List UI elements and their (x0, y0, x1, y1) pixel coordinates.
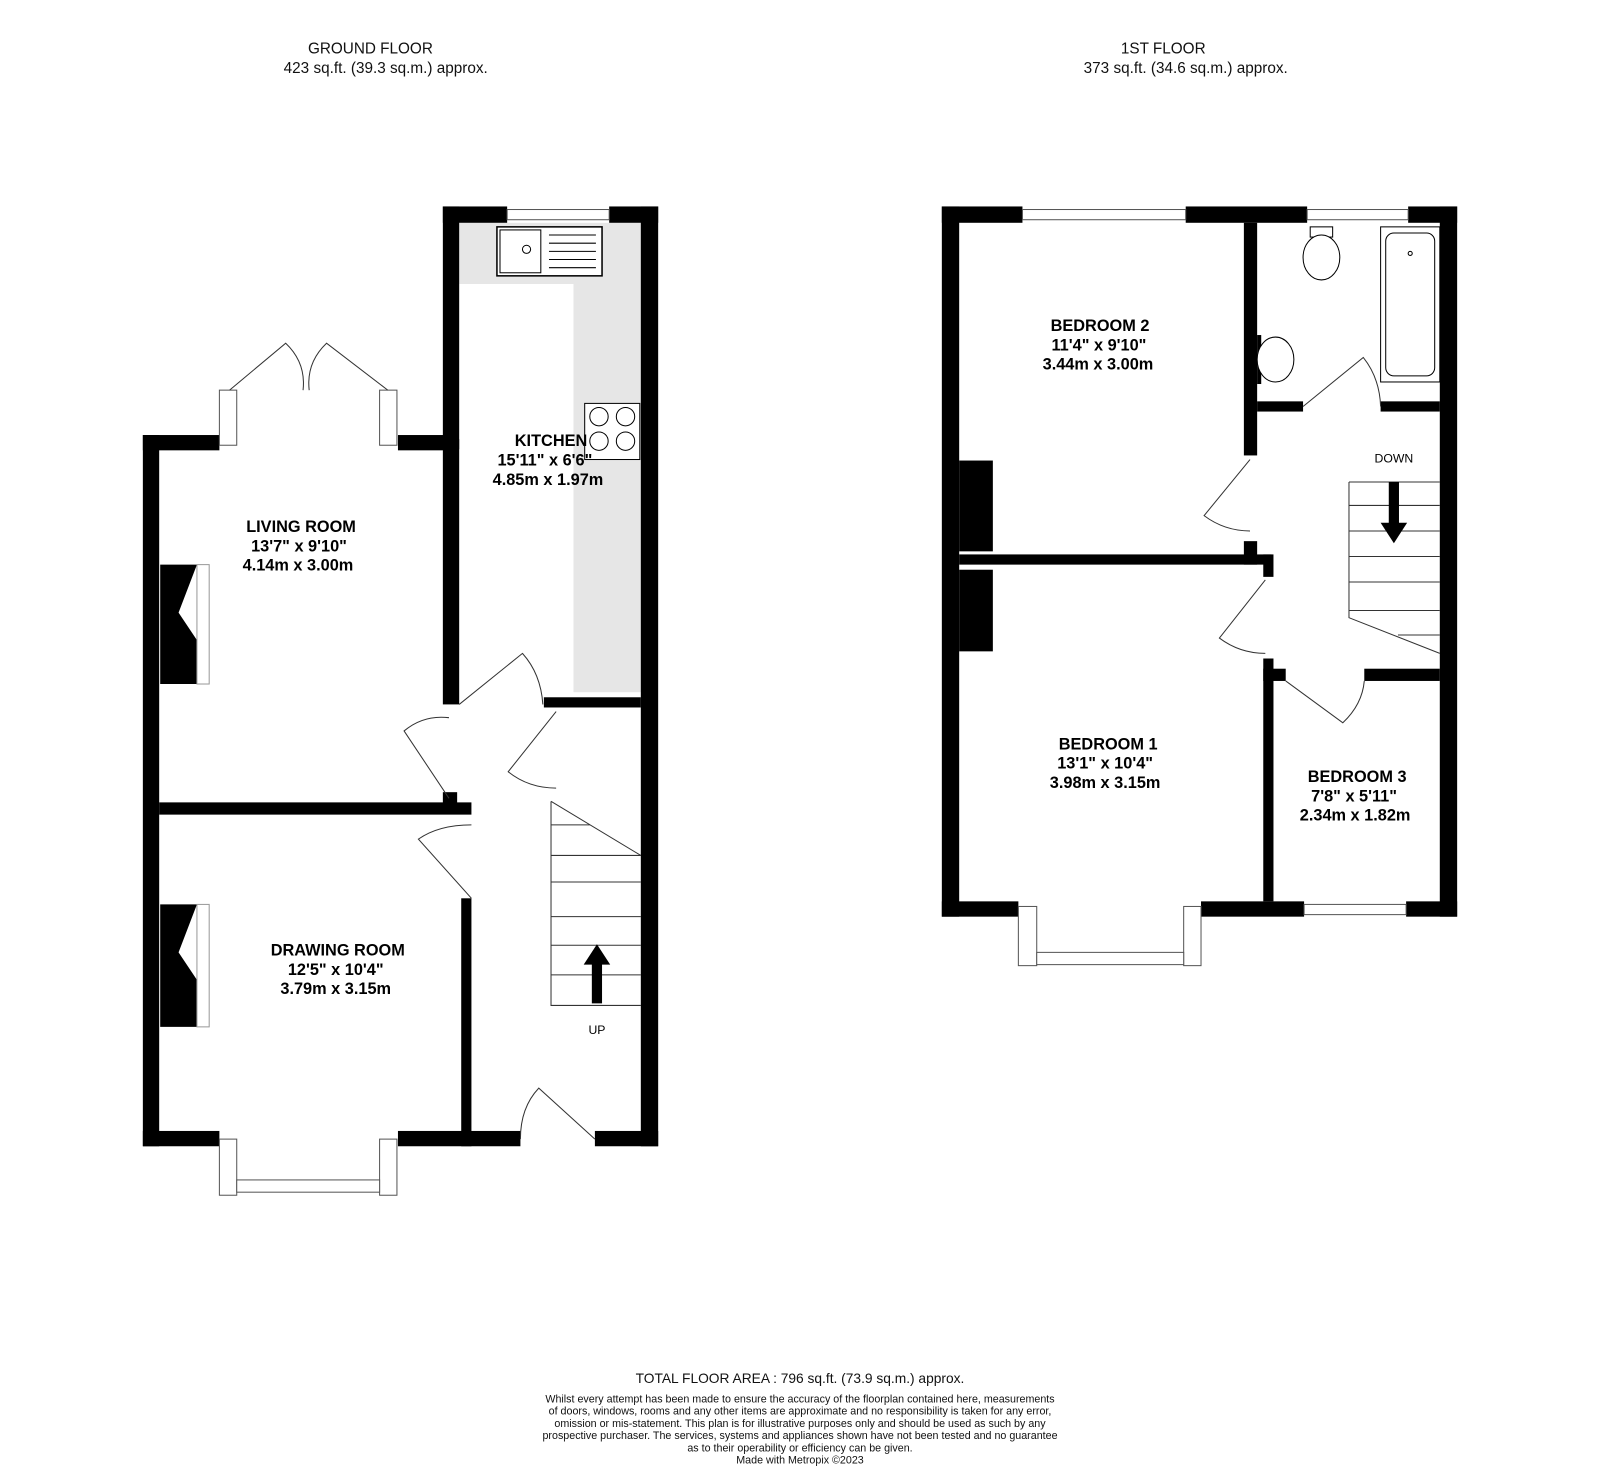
svg-text:BEDROOM 3: BEDROOM 3 (1308, 768, 1407, 786)
room-label-bedroom-3: BEDROOM 3 7'8" x 5'11" 2.34m x 1.82m (1300, 768, 1411, 825)
hob-icon (584, 402, 641, 461)
svg-text:3.44m x 3.00m: 3.44m x 3.00m (1043, 356, 1154, 374)
svg-text:7'8" x 5'11": 7'8" x 5'11" (1311, 787, 1397, 805)
svg-text:15'11" x 6'6": 15'11" x 6'6" (497, 452, 592, 470)
svg-text:12'5" x 10'4": 12'5" x 10'4" (288, 961, 384, 979)
arrow-up-icon (583, 944, 611, 1004)
disclaimer-line: prospective purchaser. The services, sys… (542, 1430, 1057, 1442)
svg-text:2.34m x 1.82m: 2.34m x 1.82m (1300, 807, 1411, 825)
stairs-up-label: UP (588, 1023, 605, 1037)
svg-text:3.79m x 3.15m: 3.79m x 3.15m (280, 980, 391, 998)
disclaimer-line: omission or mis-statement. This plan is … (554, 1418, 1046, 1430)
room-label-living-room: LIVING ROOM 13'7" x 9'10" 4.14m x 3.00m (243, 518, 356, 575)
stairs-down-label: DOWN (1375, 452, 1414, 466)
stairs-down (1348, 481, 1440, 654)
disclaimer-line: of doors, windows, rooms and any other i… (549, 1406, 1052, 1418)
disclaimer-line: Whilst every attempt has been made to en… (545, 1393, 1054, 1405)
credit: Made with Metropix ©2023 (736, 1455, 864, 1467)
room-label-kitchen: KITCHEN 15'11" x 6'6" 4.85m x 1.97m (493, 432, 604, 489)
svg-text:BEDROOM 2: BEDROOM 2 (1051, 317, 1150, 335)
ground-floor-plan: UP KITCHEN 15'11" x 6'6" 4.85m x 1.97m L… (142, 206, 659, 1196)
ground-floor-area: 423 sq.ft. (39.3 sq.m.) approx. (284, 60, 488, 77)
room-label-bedroom-2: BEDROOM 2 11'4" x 9'10" 3.44m x 3.00m (1043, 317, 1154, 374)
svg-text:3.98m x 3.15m: 3.98m x 3.15m (1050, 774, 1161, 792)
svg-text:13'1" x 10'4": 13'1" x 10'4" (1057, 755, 1153, 773)
svg-text:DRAWING ROOM: DRAWING ROOM (271, 941, 405, 959)
arrow-down-icon (1380, 481, 1408, 544)
svg-text:KITCHEN: KITCHEN (515, 432, 588, 450)
disclaimer-line: as to their operability or efficiency ca… (687, 1442, 912, 1454)
ground-floor-title: GROUND FLOOR (308, 40, 433, 57)
total-floor-area: TOTAL FLOOR AREA : 796 sq.ft. (73.9 sq.m… (636, 1371, 965, 1386)
stairs-up (550, 800, 642, 1006)
first-floor-title: 1ST FLOOR (1121, 40, 1206, 57)
toilet-icon (1302, 226, 1341, 281)
svg-text:4.14m x 3.00m: 4.14m x 3.00m (243, 557, 354, 575)
first-floor-plan: DOWN BEDROOM 2 11'4" x 9'10" 3.44m x 3.0… (941, 206, 1458, 967)
basin-icon (1256, 335, 1295, 385)
svg-text:13'7" x 9'10": 13'7" x 9'10" (251, 537, 347, 555)
first-floor-area: 373 sq.ft. (34.6 sq.m.) approx. (1084, 60, 1288, 77)
sink-icon (496, 226, 603, 277)
bath-icon (1380, 226, 1441, 383)
room-label-drawing-room: DRAWING ROOM 12'5" x 10'4" 3.79m x 3.15m (271, 941, 405, 998)
kitchen-counter (573, 284, 641, 693)
room-label-bedroom-1: BEDROOM 1 13'1" x 10'4" 3.98m x 3.15m (1050, 735, 1161, 792)
svg-text:11'4" x 9'10": 11'4" x 9'10" (1052, 336, 1147, 354)
svg-text:4.85m x 1.97m: 4.85m x 1.97m (493, 471, 604, 489)
svg-text:LIVING ROOM: LIVING ROOM (246, 518, 356, 536)
walls (941, 206, 1458, 967)
svg-text:BEDROOM 1: BEDROOM 1 (1059, 735, 1158, 753)
walls (142, 206, 659, 1196)
